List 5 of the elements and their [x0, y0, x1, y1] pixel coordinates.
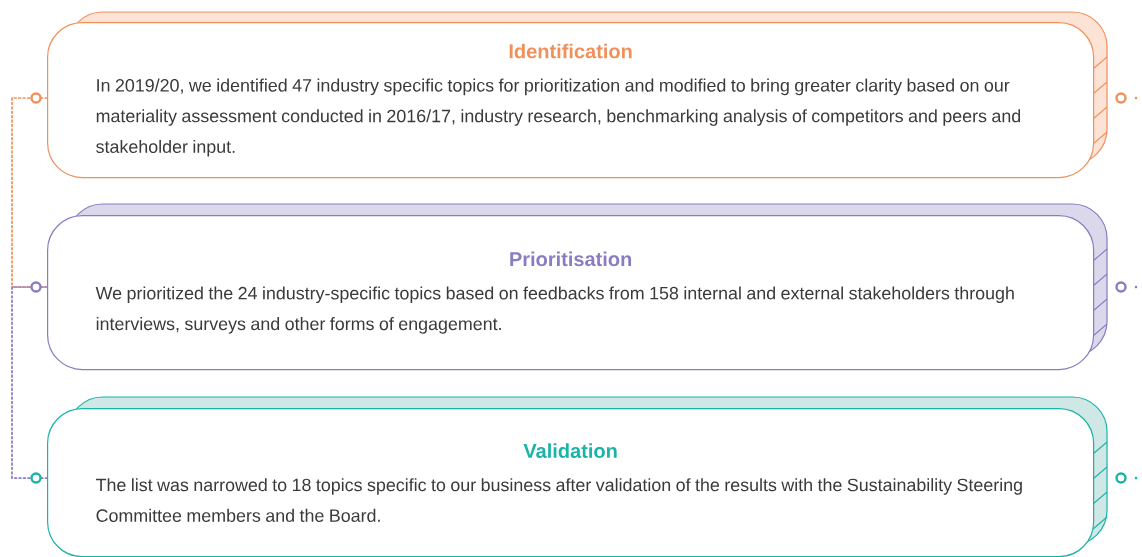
text-card: Prioritisation We prioritized the 24 industry-specific topics based on feedbacks from 158 internal and external stakeholders through interviews, surveys and other forms of engagement. [47, 215, 1095, 371]
dotted-connector [11, 286, 48, 479]
dotted-connector [11, 97, 48, 288]
text-card: Identification In 2019/20, we identified 47 industry specific topics for prioritization and modified to bring greater clarity based on our materiality assessment conducted in 2016/17, industry research, benchmarking analysis of competitors and peers and stakeholder input. [47, 22, 1095, 179]
text-card: Validation The list was narrowed to 18 topics specific to our business after validation of the results with the Sustainability Steering Committee members and the Board. [47, 408, 1095, 557]
